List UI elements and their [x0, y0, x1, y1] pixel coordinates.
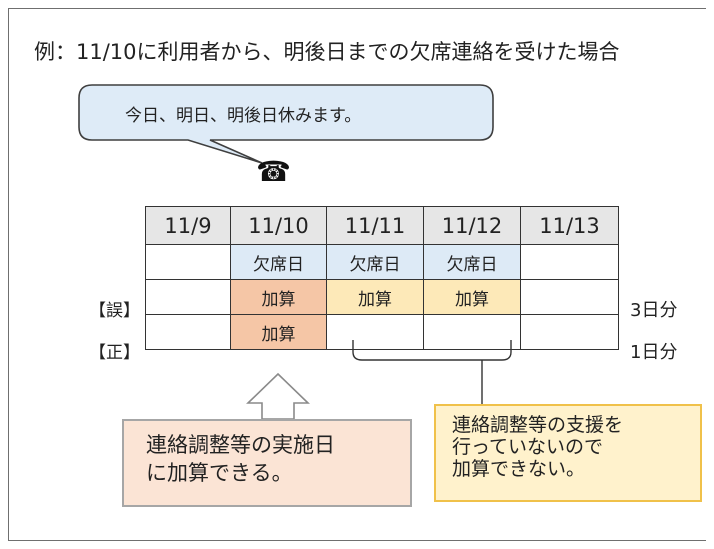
note-right-line: 行っていないので	[452, 436, 604, 458]
wrong-cell	[145, 279, 231, 315]
date-cell: 11/11	[326, 206, 424, 245]
correct-row: 加算	[145, 314, 619, 350]
wrong-cell: 加算	[423, 279, 521, 315]
note-right: 連絡調整等の支援を 行っていないので 加算できない。	[434, 404, 702, 502]
absence-row: 欠席日 欠席日 欠席日	[145, 244, 619, 280]
speech-bubble-text: 今日、明日、明後日休みます。	[125, 106, 362, 126]
correct-cell: 加算	[230, 314, 327, 350]
absence-cell: 欠席日	[230, 244, 327, 280]
note-right-line: 加算できない。	[452, 458, 586, 480]
date-header-row: 11/9 11/10 11/11 11/12 11/13	[145, 206, 619, 245]
headline: 例：11/10に利用者から、明後日までの欠席連絡を受けた場合	[34, 40, 620, 64]
date-cell: 11/12	[423, 206, 521, 245]
correct-total: 1日分	[630, 342, 678, 363]
note-left: 連絡調整等の実施日 に加算できる。	[122, 419, 412, 507]
absence-cell: 欠席日	[423, 244, 521, 280]
note-left-line: に加算できる。	[146, 461, 293, 485]
telephone-icon: ☎	[256, 155, 291, 188]
wrong-row: 加算 加算 加算	[145, 279, 619, 315]
absence-cell	[145, 244, 231, 280]
date-cell: 11/10	[230, 206, 327, 245]
correct-cell	[145, 314, 231, 350]
attendance-table: 11/9 11/10 11/11 11/12 11/13 欠席日 欠席日 欠席日…	[145, 206, 619, 350]
date-cell: 11/13	[520, 206, 619, 245]
correct-cell	[326, 314, 424, 350]
wrong-label: 【誤】	[89, 301, 140, 321]
correct-cell	[423, 314, 521, 350]
absence-cell	[520, 244, 619, 280]
absence-cell: 欠席日	[326, 244, 424, 280]
wrong-cell	[520, 279, 619, 315]
correct-label: 【正】	[89, 343, 140, 363]
note-left-line: 連絡調整等の実施日	[146, 433, 335, 457]
correct-cell	[520, 314, 619, 350]
date-cell: 11/9	[145, 206, 231, 245]
note-right-line: 連絡調整等の支援を	[452, 414, 624, 436]
figure-frame	[8, 8, 706, 541]
wrong-total: 3日分	[630, 300, 678, 321]
wrong-cell: 加算	[230, 279, 327, 315]
wrong-cell: 加算	[326, 279, 424, 315]
